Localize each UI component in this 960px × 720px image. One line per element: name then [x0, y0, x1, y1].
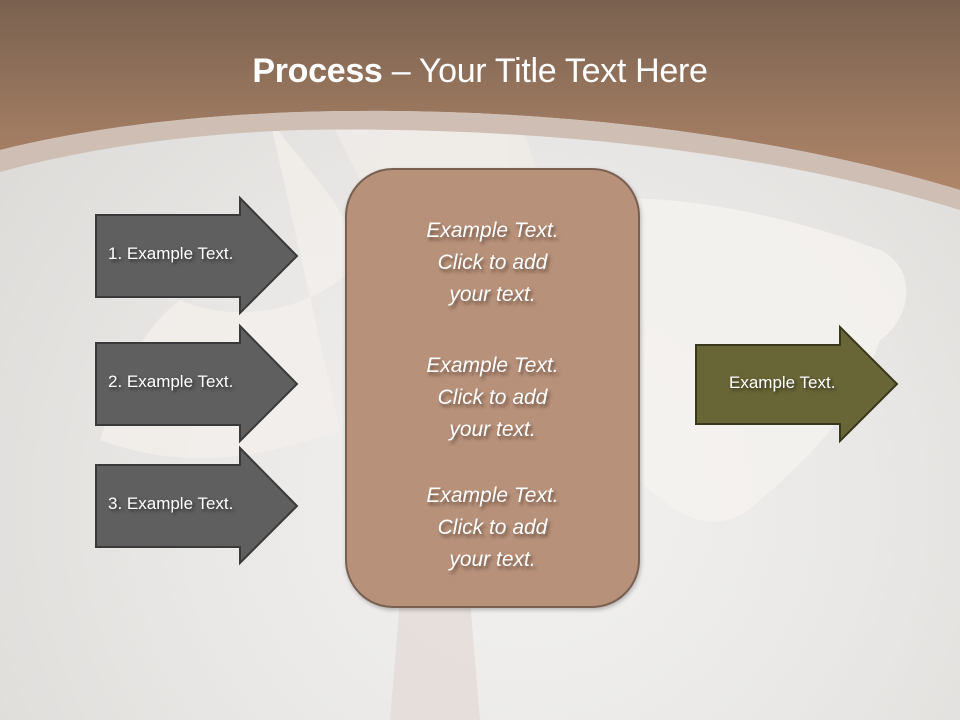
block-line: Example Text. — [426, 354, 559, 377]
block-line: your text. — [449, 418, 536, 441]
block-line: Click to add — [437, 251, 548, 274]
center-text-block-3: Example Text. Click to add your text. — [347, 480, 638, 576]
center-text-block-2: Example Text. Click to add your text. — [347, 350, 638, 446]
header-band — [0, 0, 960, 190]
block-line: Example Text. — [426, 484, 559, 507]
process-arrow-1[interactable]: 1. Example Text. — [95, 195, 299, 316]
arrow-right-icon — [95, 195, 299, 316]
arrow-right-icon — [95, 445, 299, 566]
arrow-label: 3. Example Text. — [108, 494, 234, 513]
title-rest: – Your Title Text Here — [382, 52, 708, 90]
slide-title[interactable]: Process – Your Title Text Here — [0, 52, 960, 91]
center-text-block-1: Example Text. Click to add your text. — [347, 215, 638, 311]
block-line: Click to add — [437, 516, 548, 539]
title-bold: Process — [252, 52, 383, 90]
process-arrow-2[interactable]: 2. Example Text. — [95, 323, 299, 444]
header-arc — [0, 110, 960, 210]
arrow-label: Example Text. — [729, 373, 836, 392]
arrow-right-icon — [695, 324, 899, 444]
block-line: your text. — [449, 283, 536, 306]
block-line: your text. — [449, 548, 536, 571]
arrow-label: 1. Example Text. — [108, 244, 234, 263]
center-text-box[interactable]: Example Text. Click to add your text. Ex… — [345, 168, 640, 608]
process-arrow-3[interactable]: 3. Example Text. — [95, 445, 299, 566]
block-line: Example Text. — [426, 219, 559, 242]
block-line: Click to add — [437, 386, 548, 409]
arrow-label: 2. Example Text. — [108, 372, 234, 391]
result-arrow[interactable]: Example Text. — [695, 324, 899, 444]
arrow-right-icon — [95, 323, 299, 444]
